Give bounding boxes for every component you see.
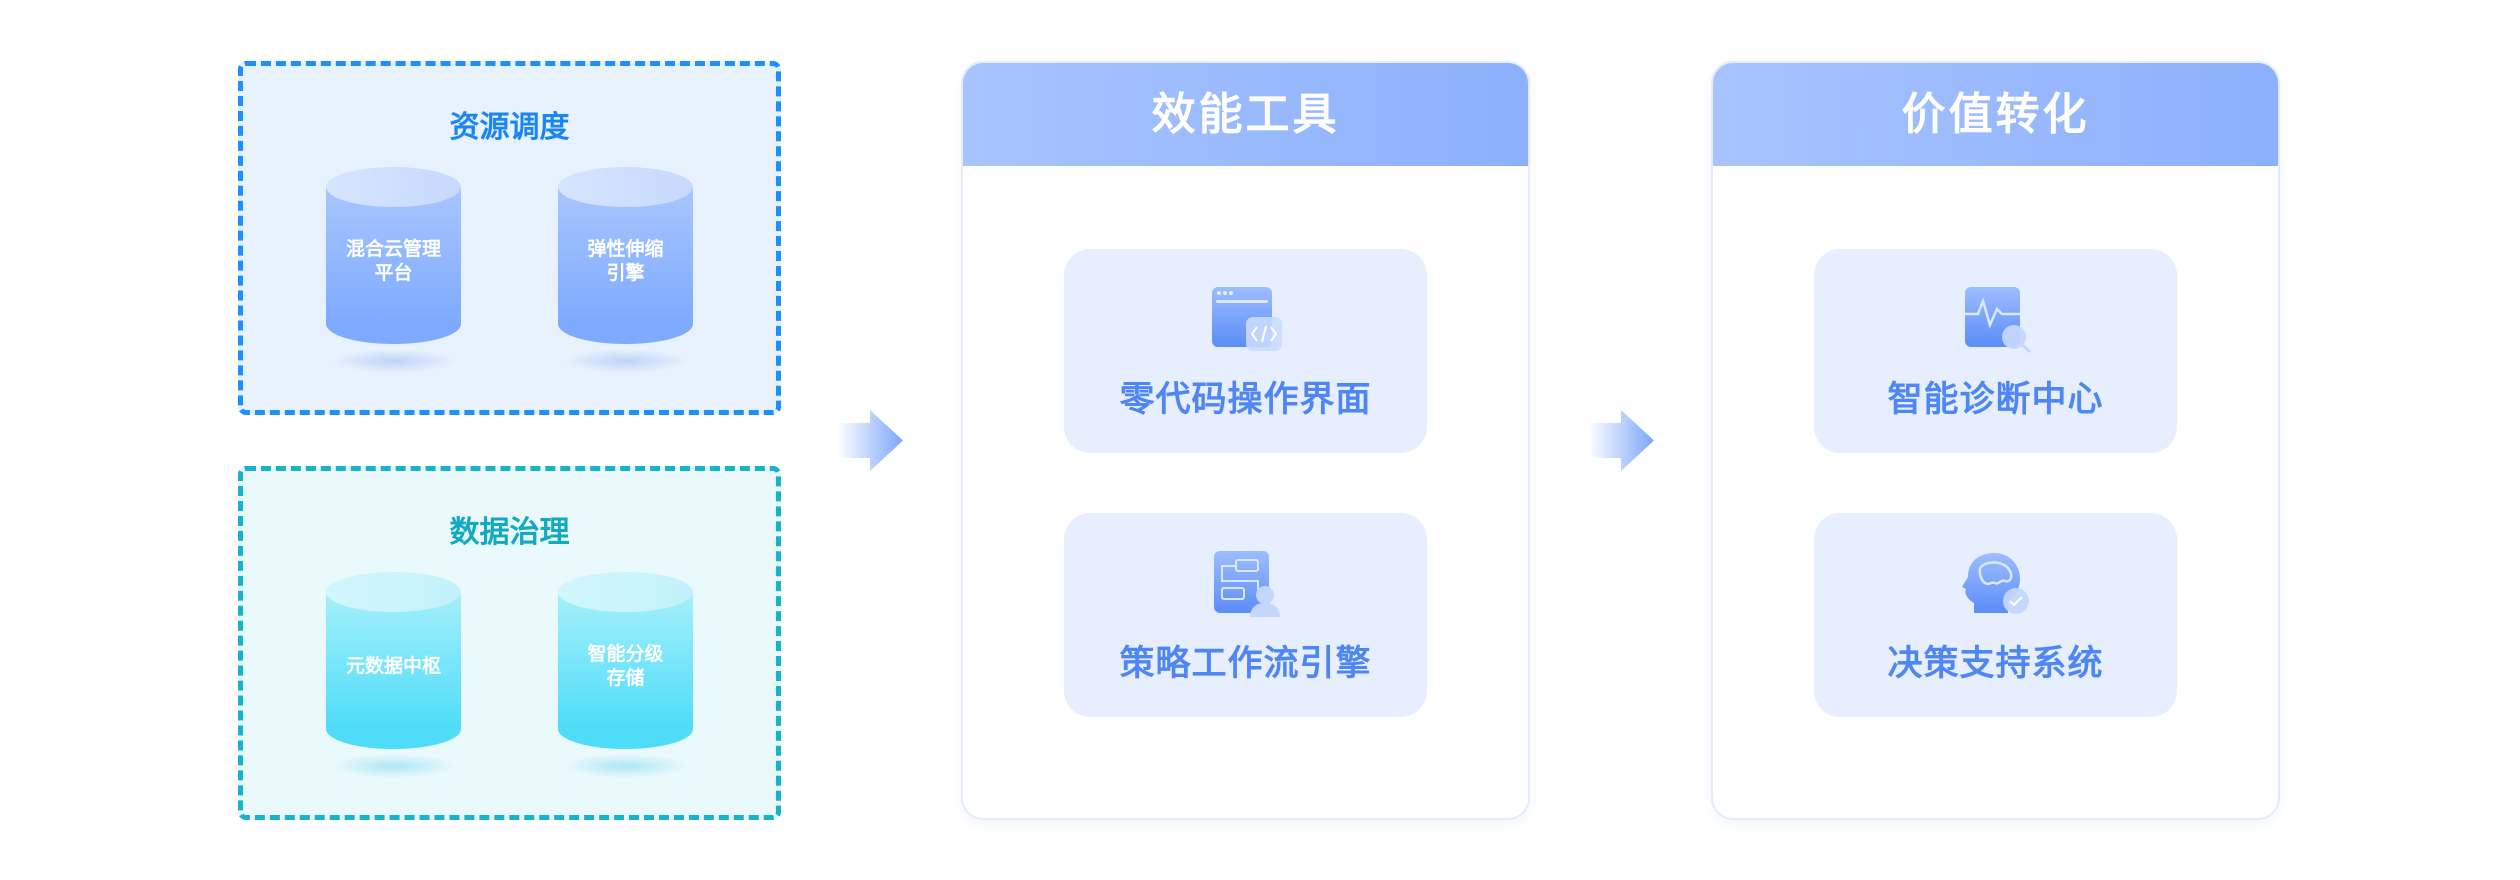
diagnosis-icon [1965,287,2031,353]
decision-head-icon [1962,553,2029,614]
cylinder-tiered-storage: 智能分级存储 [558,572,693,778]
arrow-right-icon [1588,410,1654,471]
card-diagnosis-center: 智能诊断中心 [1814,249,2177,453]
card-zero-code-ui: 零代码操作界面 [1064,249,1427,453]
code-window-icon [1212,287,1282,351]
arrow-right-icon [837,410,903,471]
group-title: 数据治理 [449,515,570,550]
cylinder-label: 引擎 [606,262,645,284]
panel-value-conversion: 价值转化 智能诊断中心 决策支持系统 [1711,61,2280,820]
card-label: 零代码操作界面 [1119,380,1372,420]
cylinder-label: 混合云管理 [345,238,441,260]
group-title: 资源调度 [449,110,570,145]
group-data-governance: 数据治理 元数据中枢 智能分级存储 [238,466,781,820]
workflow-icon [1214,551,1280,617]
cylinder-label: 弹性伸缩 [587,238,664,260]
card-strategy-workflow: 策略工作流引擎 [1064,513,1427,717]
cylinder-hybrid-cloud: 混合云管理平台 [326,167,461,373]
card-label: 决策支持系统 [1887,644,2104,684]
panel-efficiency-tools: 效能工具 零代码操作界面 策略工作流引擎 [961,61,1530,820]
cylinder-label: 元数据中枢 [345,655,441,677]
group-resource-scheduling: 资源调度 混合云管理平台 弹性伸缩引擎 [238,61,781,415]
panel-title: 价值转化 [1713,63,2278,166]
card-decision-support: 决策支持系统 [1814,513,2177,717]
card-label: 策略工作流引擎 [1119,644,1372,684]
card-label: 智能诊断中心 [1887,380,2104,420]
panel-title: 效能工具 [963,63,1528,166]
cylinder-elastic-scaling: 弹性伸缩引擎 [558,167,693,373]
cylinder-label: 存储 [606,667,645,689]
cylinder-label: 平台 [374,262,413,284]
cylinder-metadata-hub: 元数据中枢 [326,572,461,778]
cylinder-label: 智能分级 [587,643,664,665]
